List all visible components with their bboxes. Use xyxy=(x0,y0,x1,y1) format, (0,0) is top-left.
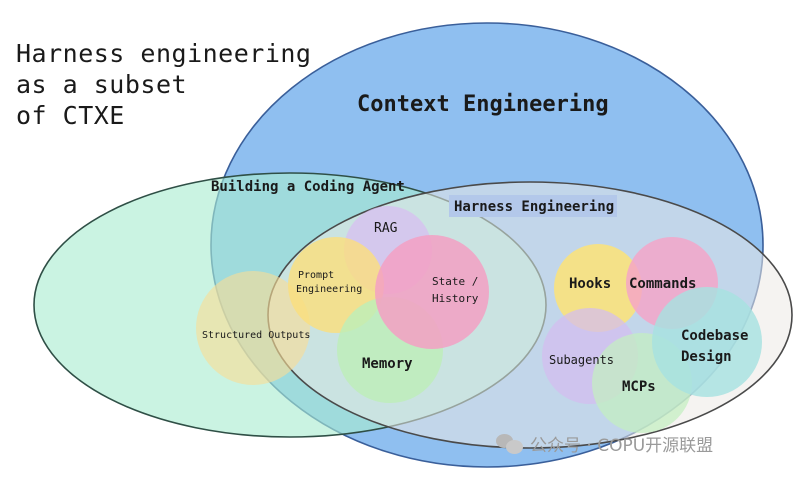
watermark: 公众号 · COPU开源联盟 xyxy=(496,430,713,456)
state-label: State / xyxy=(432,275,478,288)
title-line-3: of CTXE xyxy=(16,101,125,130)
harness-label-highlight xyxy=(449,195,617,217)
codebase-design-bubble xyxy=(652,287,762,397)
design-label: Design xyxy=(681,349,732,365)
diagram-title: Harness engineering as a subset of CTXE xyxy=(16,38,312,131)
memory-label: Memory xyxy=(362,356,413,372)
watermark-text: 公众号 · COPU开源联盟 xyxy=(530,435,714,456)
engineering-label: Engineering xyxy=(296,284,362,295)
prompt-label: Prompt xyxy=(298,270,334,281)
commands-label: Commands xyxy=(629,276,696,292)
state-history-bubble xyxy=(375,235,489,349)
subagents-label: Subagents xyxy=(549,353,614,367)
wechat-icon xyxy=(496,432,524,454)
building-coding-agent-label: Building a Coding Agent xyxy=(211,179,405,195)
rag-label: RAG xyxy=(374,221,398,236)
structured-outputs-label: Structured Outputs xyxy=(202,330,310,341)
title-line-1: Harness engineering xyxy=(16,39,312,68)
hooks-bubble xyxy=(554,244,642,332)
context-engineering-label: Context Engineering xyxy=(357,92,609,117)
harness-engineering-label: Harness Engineering xyxy=(454,199,614,215)
title-line-2: as a subset xyxy=(16,70,188,99)
hooks-label: Hooks xyxy=(569,276,611,292)
mcps-label: MCPs xyxy=(622,379,656,395)
structured-outputs-bubble xyxy=(196,271,310,385)
codebase-label: Codebase xyxy=(681,328,748,344)
history-label: History xyxy=(432,292,479,305)
